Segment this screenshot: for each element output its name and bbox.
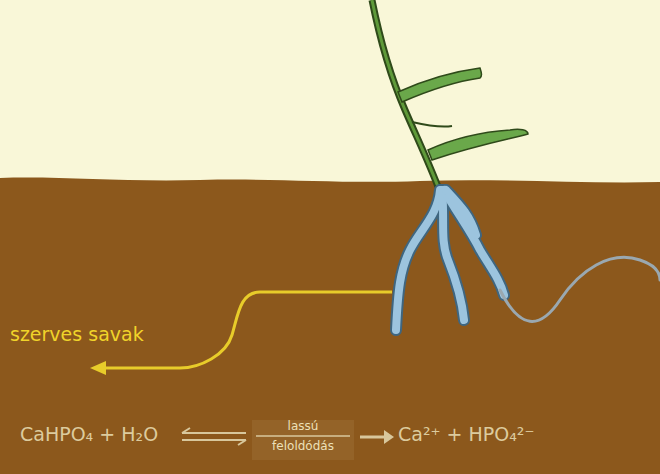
product-formula: Ca²⁺ + HPO₄²⁻ bbox=[398, 424, 535, 445]
reactant-formula: CaHPO₄ + H₂O bbox=[20, 424, 158, 445]
condition-label: lassú bbox=[288, 420, 319, 433]
condition-label: feloldódás bbox=[272, 440, 334, 453]
acid-label: szerves savak bbox=[10, 324, 144, 345]
